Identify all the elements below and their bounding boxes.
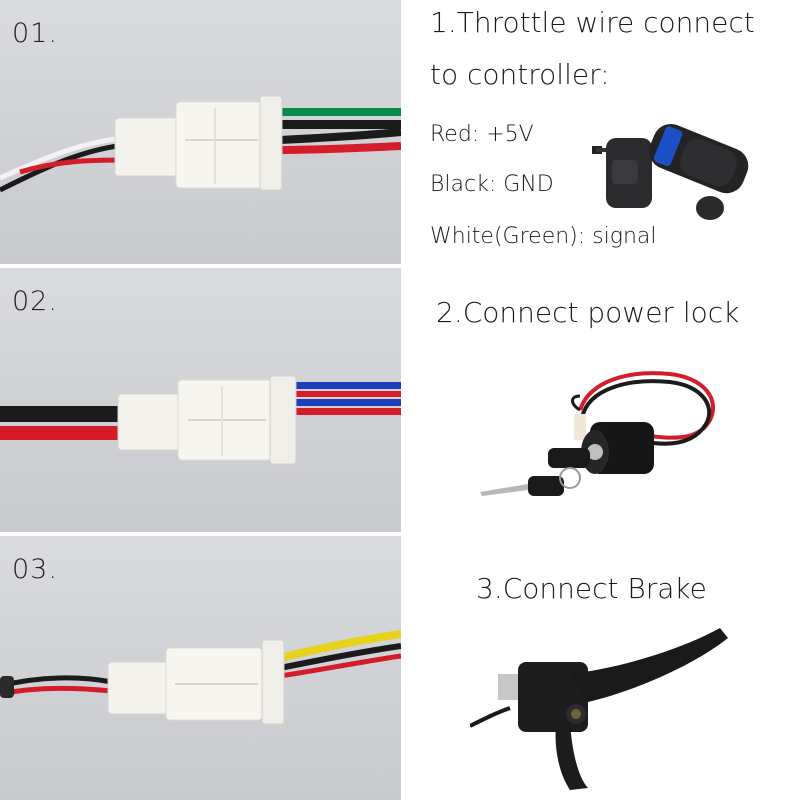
power-lock-connector-illustration bbox=[0, 375, 401, 465]
wire-label-signal: White(Green): signal bbox=[430, 224, 657, 249]
brake-connector-illustration bbox=[0, 630, 401, 725]
brake-heading: 3.Connect Brake bbox=[476, 572, 707, 605]
throttle-connector-illustration bbox=[0, 95, 401, 193]
throttle-heading-line-2: to controller: bbox=[430, 58, 610, 91]
throttle-heading-line-1: 1.Throttle wire connect bbox=[430, 6, 755, 39]
power-lock-image bbox=[480, 371, 716, 496]
connector-photo-3: 03. bbox=[0, 536, 401, 800]
power-lock-heading: 2.Connect power lock bbox=[436, 296, 740, 329]
wire-label-black: Black: GND bbox=[430, 172, 554, 197]
step-number-2: 02. bbox=[12, 286, 58, 317]
brake-lever-image bbox=[470, 628, 728, 790]
throttle-grip-image bbox=[592, 123, 749, 220]
step-number-1: 01. bbox=[12, 18, 58, 49]
step-number-3: 03. bbox=[12, 554, 58, 585]
wire-label-red: Red: +5V bbox=[430, 122, 534, 147]
connector-photo-1: 01. bbox=[0, 0, 401, 264]
connector-photo-2: 02. bbox=[0, 268, 401, 532]
